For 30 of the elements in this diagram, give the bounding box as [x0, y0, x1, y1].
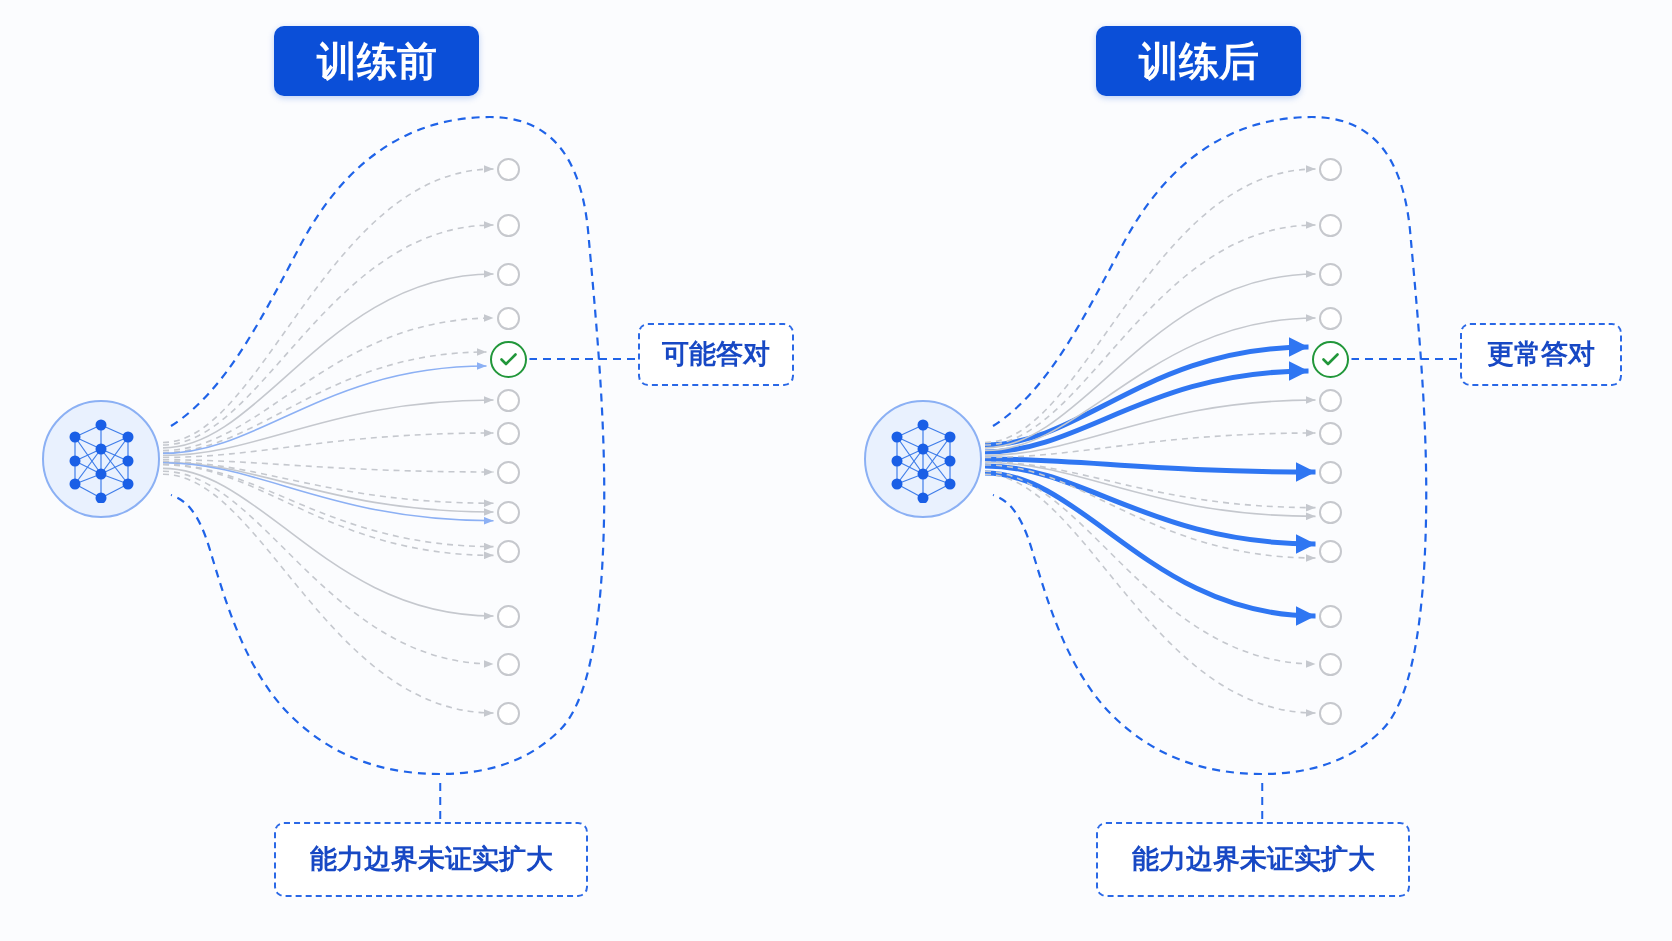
thick-arrow — [984, 361, 1309, 455]
dashed-arrow — [162, 222, 495, 446]
arrow — [984, 314, 1317, 452]
dashed-arrow — [984, 429, 1317, 459]
dashed-arrow — [162, 458, 495, 476]
dashed-arrow — [162, 429, 495, 459]
arrow — [984, 396, 1317, 457]
dashed-arrow — [984, 470, 1317, 667]
thick-arrow — [984, 470, 1316, 625]
arrow — [162, 467, 495, 620]
dashed-arrow — [984, 222, 1317, 446]
leader-line — [1350, 358, 1458, 360]
dashed-arrow — [162, 314, 495, 452]
arrow — [984, 270, 1317, 449]
thick-arrow — [984, 456, 1316, 482]
callout-label: 可能答对 — [638, 323, 794, 386]
panel-heading: 训练前 — [274, 26, 479, 96]
callout-label: 能力边界未证实扩大 — [1096, 822, 1410, 897]
dashed-arrow — [984, 473, 1317, 716]
dashed-arrow — [162, 473, 495, 716]
arrow — [162, 270, 495, 449]
arrow — [162, 396, 495, 457]
dashed-arrow — [162, 166, 495, 444]
callout-label: 能力边界未证实扩大 — [274, 822, 588, 897]
dashed-arrow — [162, 470, 495, 667]
dashed-arrow — [984, 166, 1317, 444]
panel-heading: 训练后 — [1096, 26, 1301, 96]
thick-arrow — [984, 338, 1309, 448]
leader-line — [528, 358, 636, 360]
callout-label: 更常答对 — [1460, 323, 1622, 386]
